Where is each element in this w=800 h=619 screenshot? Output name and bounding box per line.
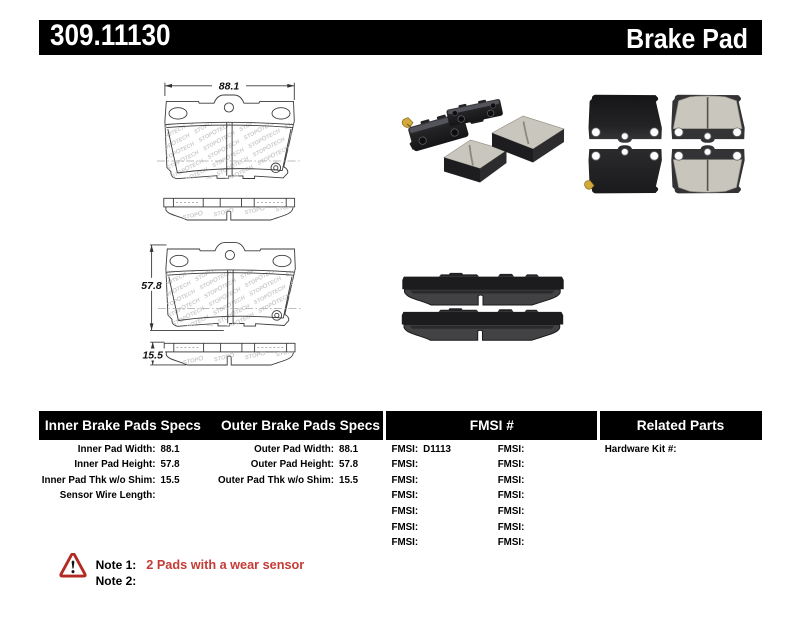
svg-text:57.8: 57.8 [141,280,162,292]
svg-text:15.5: 15.5 [142,350,163,362]
svg-text:88.1: 88.1 [219,81,240,93]
